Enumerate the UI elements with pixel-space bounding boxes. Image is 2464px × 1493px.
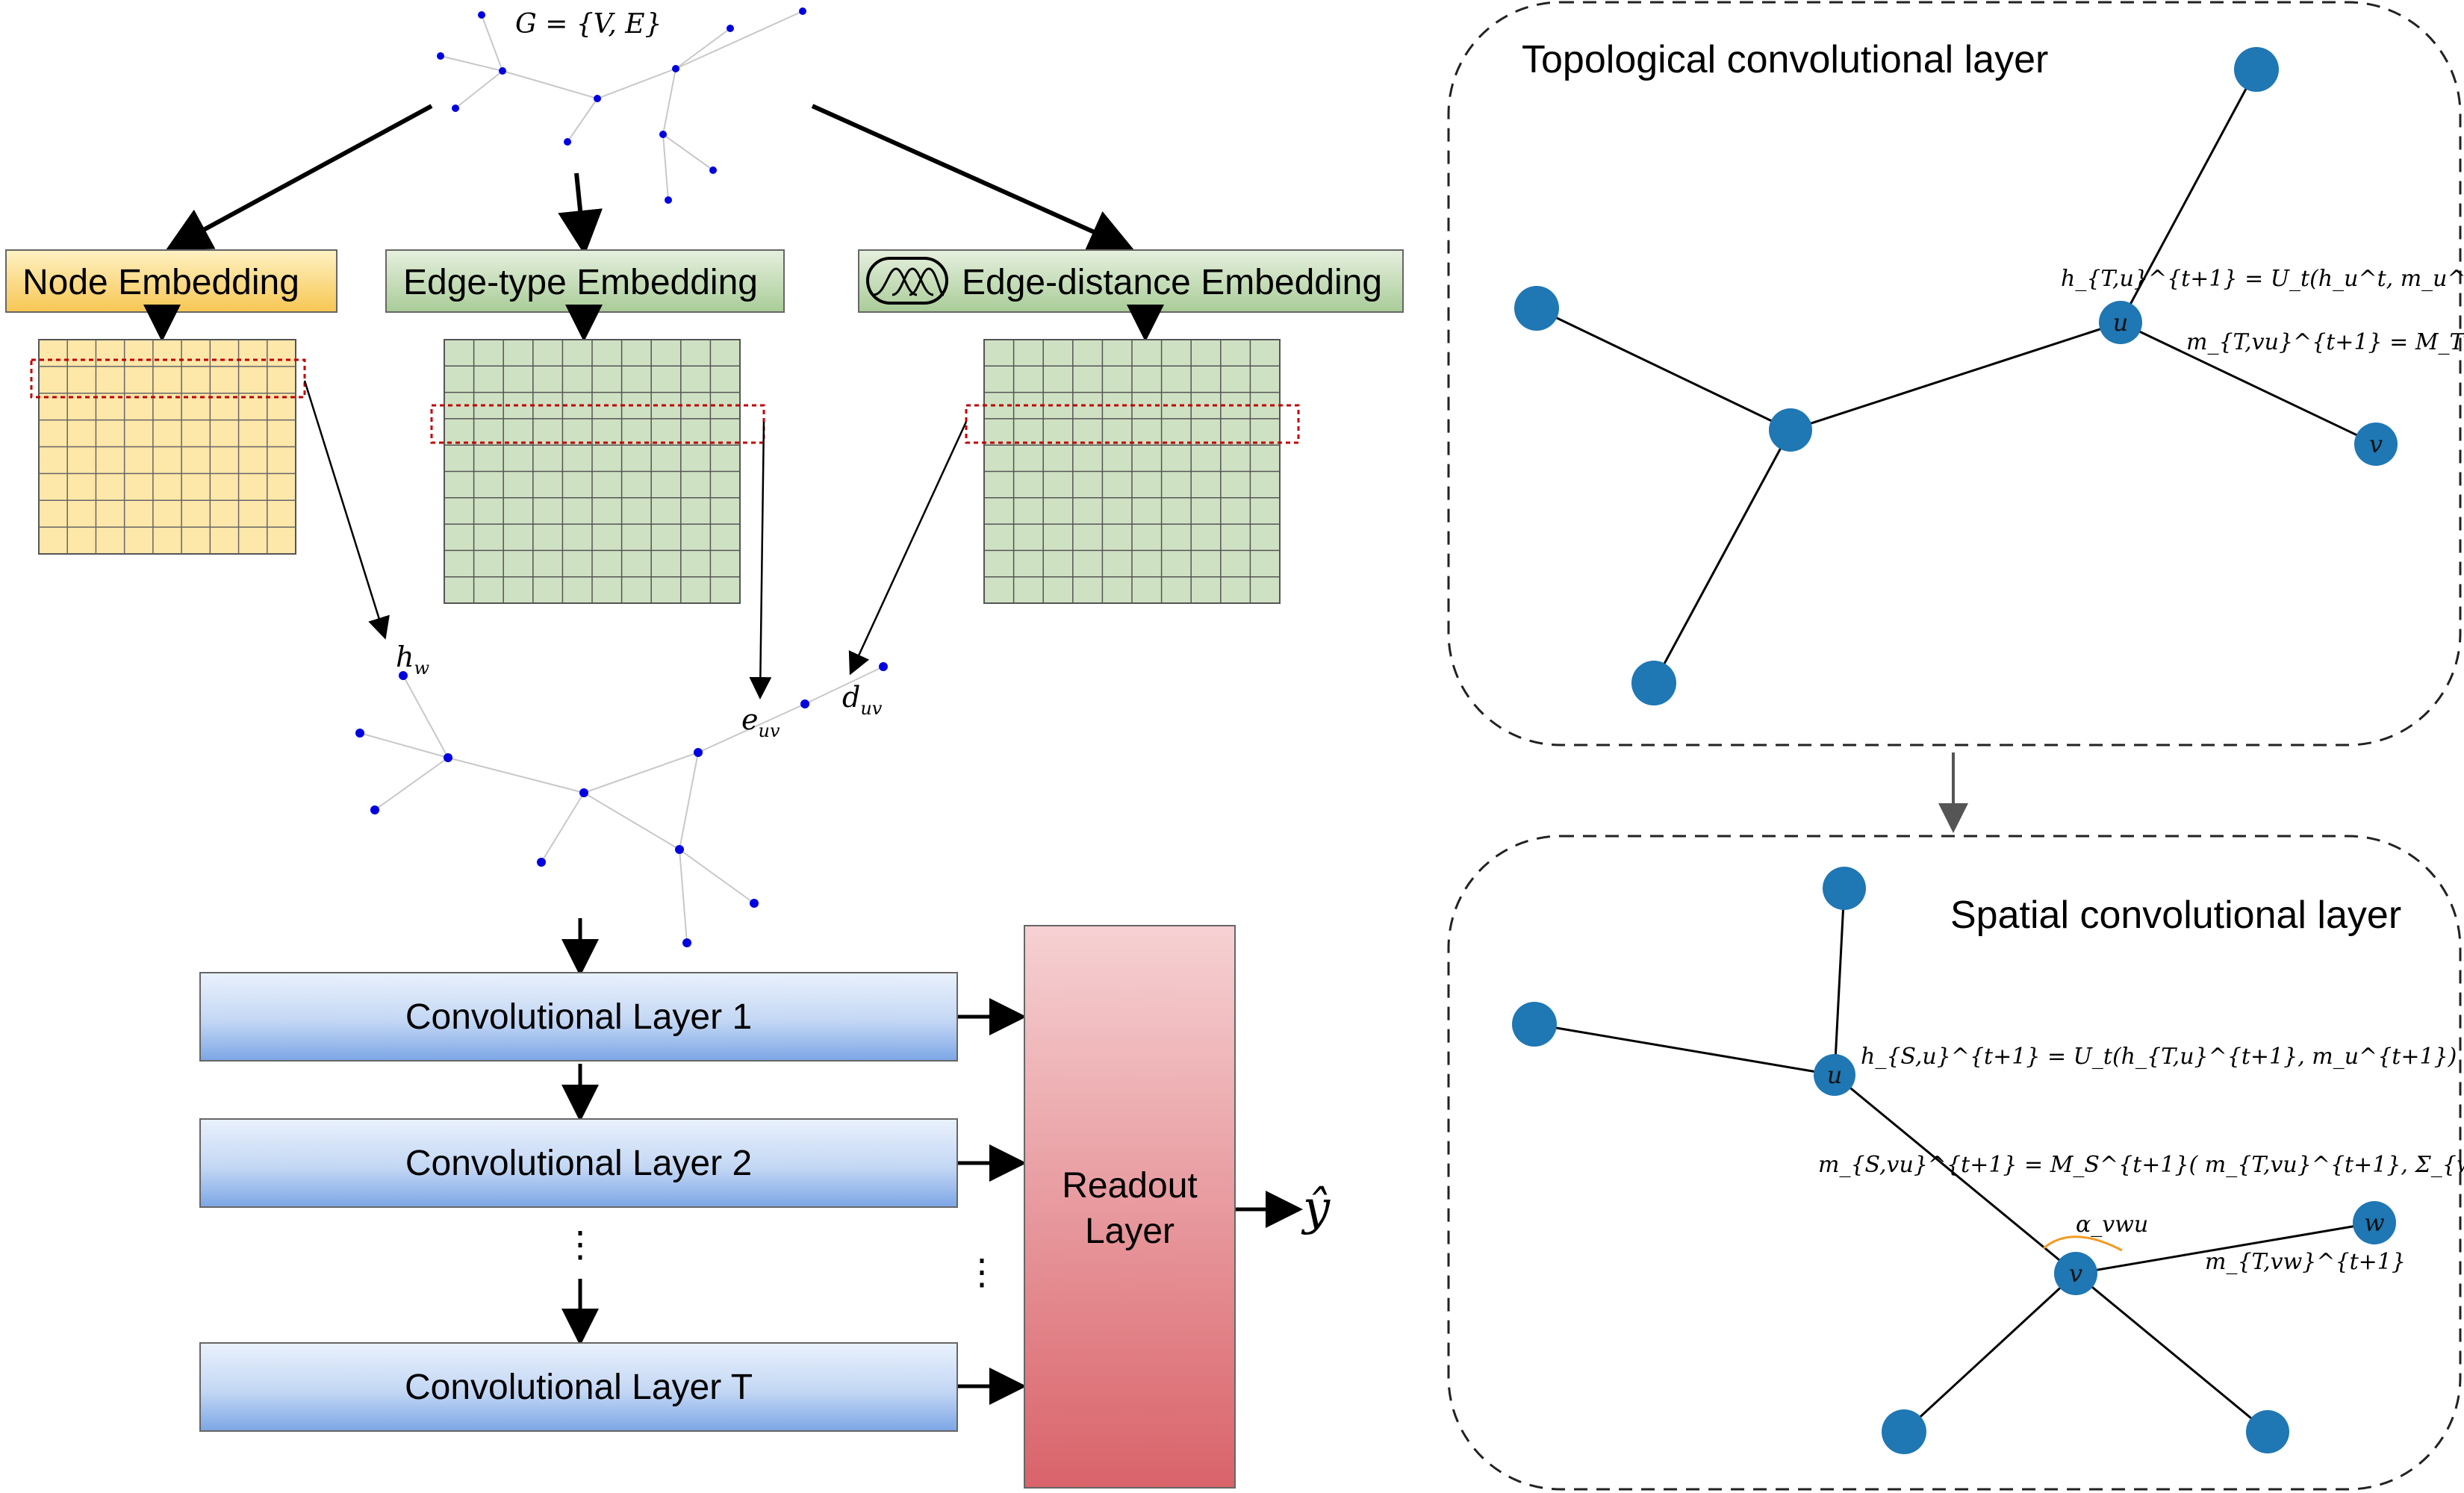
node-embedding-matrix [30,339,306,555]
alpha-angle-label: α_vwu [2076,1212,2148,1238]
edge-type-embedding-box: Edge-type Embedding [385,249,785,313]
input-graph-nodes [437,7,806,204]
embedding-lookup-arrows [303,380,968,699]
topological-panel-title: Topological convolutional layer [1522,38,2048,81]
node-embedding-label: Node Embedding [22,263,299,302]
conv-layer-t: Convolutional Layer T [199,1342,958,1432]
spatial-node-v-label: v [2069,1259,2082,1288]
conv-layer-t-label: Convolutional Layer T [405,1368,753,1407]
embedded-graph: hw euv duv [355,640,888,947]
spatial-panel-title: Spatial convolutional layer [1950,894,2401,937]
input-graph: G = {V, E} [437,7,806,204]
edge-type-embedding-matrix [430,339,765,604]
edge-distance-feature-label: duv [842,681,883,719]
embedded-graph-edges [359,666,884,944]
alpha-angle-arc [2043,1235,2123,1252]
readout-label-line1: Readout [1062,1166,1197,1206]
edge-distance-row-highlight [965,404,1300,444]
spatial-message-equation: m_{S,vu}^{t+1} = M_S^{t+1}( m_{T,vu}^{t+… [1818,1152,2464,1178]
topological-node-v-label: v [2369,430,2383,458]
conv-layer-1-label: Convolutional Layer 1 [405,997,752,1037]
graph-title: G = {V, E} [515,9,662,40]
topological-message-equation: m_{T,vu}^{t+1} = M_T^t(h_v^t, e_{vu}^{t+… [2186,329,2464,355]
edge-type-row-highlight [430,404,765,444]
embedded-graph-nodes [355,662,888,947]
prediction-output: ŷ [1301,1181,1331,1236]
edge-type-feature-label: euv [741,703,780,741]
layers-ellipsis: ⋮ [562,1225,598,1265]
readout-layer: Readout Layer [1024,925,1236,1489]
node-embedding-box: Node Embedding [5,249,337,313]
spatial-panel: Spatial convolutional layer u v w h_{S,u… [1447,835,2464,1491]
topological-update-equation: h_{T,u}^{t+1} = U_t(h_u^t, m_u^{t+1}) [2061,266,2464,292]
node-row-highlight [30,358,306,399]
edge-type-embedding-label: Edge-type Embedding [403,263,758,302]
topological-node-u-label: u [2113,308,2129,337]
readout-inputs-ellipsis: ⋮ [964,1253,1000,1292]
topological-panel: Topological convolutional layer u v h_{T… [1447,1,2464,746]
spatial-node-u-label: u [1827,1061,1843,1089]
conv-layer-1: Convolutional Layer 1 [199,972,958,1062]
spatial-nodes [1512,867,2396,1454]
graph-to-embedding-arrows [165,104,1134,255]
topological-nodes [1514,47,2398,705]
readout-label-line2: Layer [1085,1212,1175,1251]
edge-distance-embedding-matrix [965,339,1300,604]
header-to-matrix-arrows [143,305,1164,342]
edge-distance-embedding-box: Edge-distance Embedding [858,249,1404,313]
edge-distance-embedding-label: Edge-distance Embedding [962,263,1382,302]
conv-stack-arrows [561,918,1303,1405]
spatial-edges [1534,888,2375,1433]
node-feature-label: hw [396,640,429,679]
conv-layer-2: Convolutional Layer 2 [199,1118,958,1208]
spatial-node-w-label: w [2364,1209,2384,1237]
spatial-message-vw-label: m_{T,vw}^{t+1} [2205,1249,2406,1275]
gaussian-rbf-icon [866,257,948,305]
spatial-update-equation: h_{S,u}^{t+1} = U_t(h_{T,u}^{t+1}, m_u^{… [1861,1044,2457,1070]
input-graph-edges [440,10,803,201]
conv-layer-2-label: Convolutional Layer 2 [405,1144,752,1183]
topological-edges [1536,69,2377,684]
